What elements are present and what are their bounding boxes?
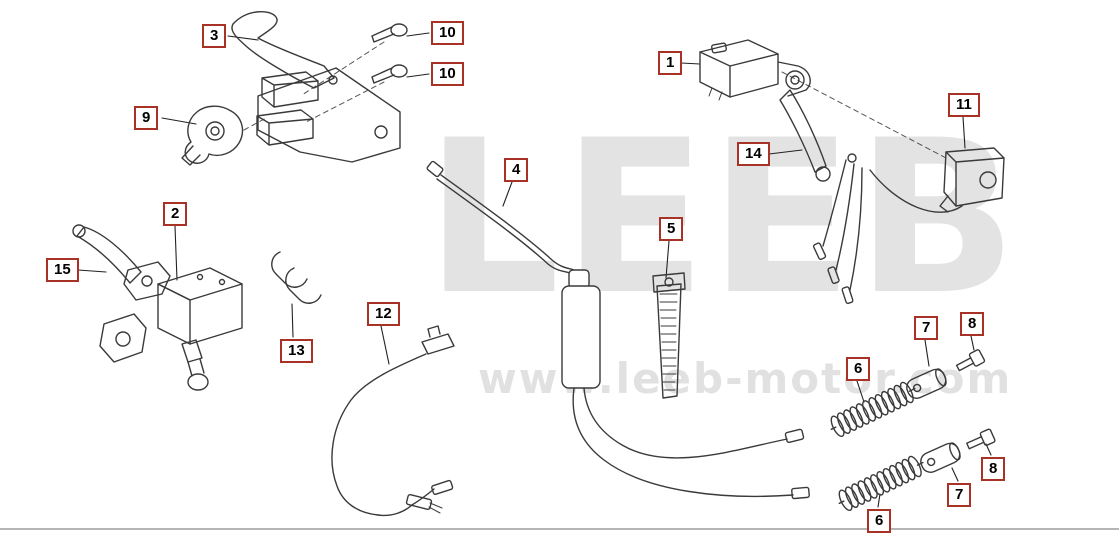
cable-end-barrel-upper: [906, 368, 947, 399]
callout-7a: 7: [914, 316, 939, 340]
callout-15: 15: [46, 258, 79, 282]
return-spring-lower: [838, 455, 924, 512]
cable-clamp-halves: [271, 251, 322, 304]
callout-1: 1: [658, 51, 683, 75]
cable-end-barrel-lower: [920, 442, 961, 473]
alignment-dashed-lines: [243, 41, 947, 159]
callout-4: 4: [504, 158, 529, 182]
cylinder-clamp-bracket: [99, 313, 147, 363]
return-spring-upper: [830, 381, 916, 438]
adjuster-bolt-lower: [966, 428, 996, 450]
throttle-housing: [939, 147, 1005, 213]
callout-3: 3: [202, 24, 227, 48]
ribbed-strap: [652, 272, 686, 399]
switch-perch-body: [257, 67, 401, 163]
watermark-brand: LEEB: [425, 94, 1020, 341]
callout-13: 13: [280, 339, 313, 363]
callout-8a: 8: [960, 312, 985, 336]
perch-screw-upper: [371, 23, 408, 43]
lever-pivot-bracket: [123, 261, 171, 301]
handlebar-clamp-half: [181, 105, 244, 166]
switch-box: [699, 39, 779, 101]
callout-11: 11: [948, 93, 980, 117]
callout-14: 14: [737, 142, 770, 166]
callout-8b: 8: [981, 457, 1006, 481]
perch-screw-lower: [371, 64, 408, 84]
callout-6a: 6: [846, 357, 871, 381]
callout-9: 9: [134, 106, 159, 130]
lever-pivot-right: [777, 61, 811, 97]
electrical-lead: [331, 325, 455, 517]
callout-10b: 10: [431, 62, 464, 86]
master-cylinder-body: [157, 267, 243, 345]
lever-blade-left: [231, 11, 338, 89]
callout-2: 2: [163, 202, 188, 226]
callout-6b: 6: [867, 509, 892, 533]
callout-10a: 10: [431, 21, 464, 45]
throttle-cable: [426, 160, 810, 500]
switch-block-upper: [261, 71, 319, 108]
lever-blade-lower-left: [72, 224, 142, 284]
switch-block-lower: [256, 109, 314, 146]
callout-12: 12: [367, 302, 400, 326]
cylinder-stem-boot: [181, 339, 209, 391]
callout-5: 5: [659, 217, 684, 241]
wiring-harness: [812, 153, 963, 305]
lever-blade-right: [779, 89, 831, 182]
adjuster-bolt-upper: [955, 349, 986, 372]
callout-7b: 7: [947, 483, 972, 507]
